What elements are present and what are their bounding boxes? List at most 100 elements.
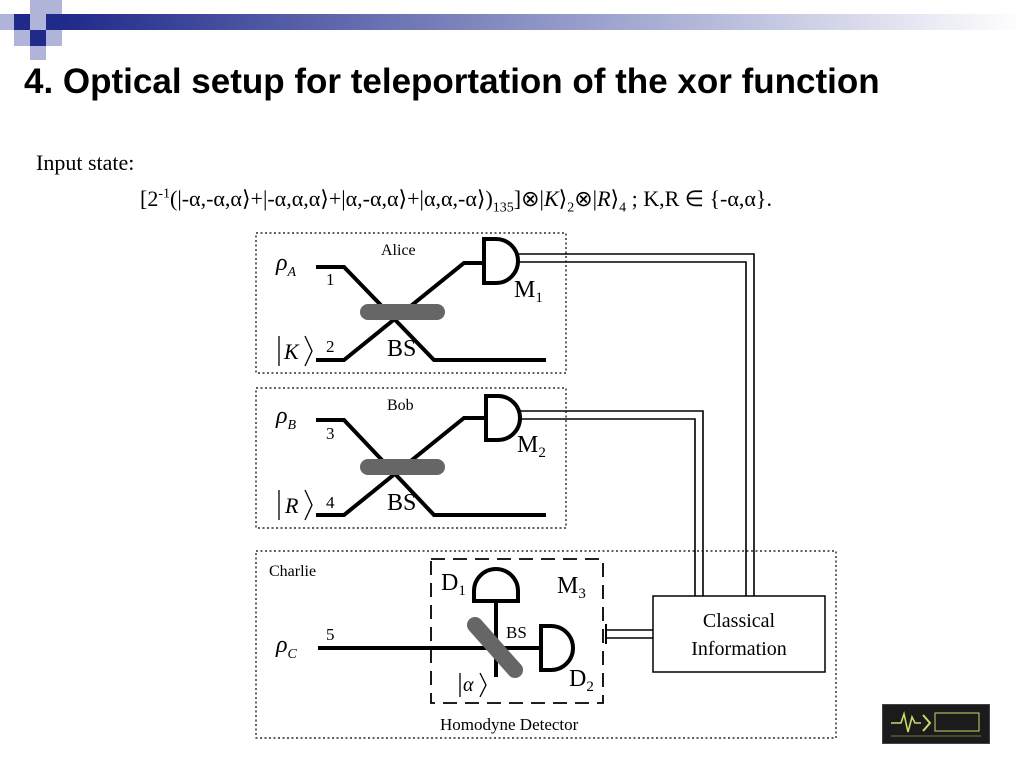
formula-tail: ; K,R ∈ {-α,α}.: [626, 186, 772, 211]
port-3-label: 3: [326, 424, 335, 443]
port-1-label: 1: [326, 270, 335, 289]
deco-square: [30, 30, 46, 46]
rho-b-symbol: ρB: [275, 403, 297, 433]
rho-a-symbol: ρA: [275, 250, 297, 280]
slide-title: 4. Optical setup for teleportation of th…: [24, 62, 880, 101]
d2-letter: D: [569, 666, 586, 692]
deco-square: [14, 14, 30, 30]
header-gradient-bar: [62, 14, 1024, 30]
rho-c-subscript: C: [288, 647, 298, 662]
d2-label: D2: [569, 666, 594, 695]
rho-b-subscript: B: [288, 418, 297, 433]
m2-detector: [484, 394, 522, 442]
alice-box: [255, 232, 567, 374]
ket-r-angle: [304, 489, 313, 521]
charlie-beam-splitter: [467, 617, 523, 678]
ket-alpha-angle: [479, 672, 487, 698]
deco-square: [14, 30, 30, 46]
classical-channels: [516, 253, 755, 644]
alice-setup: Alice ρA 1 2 K BS M1: [275, 237, 546, 367]
charlie-label: Charlie: [269, 563, 316, 580]
homodyne-detector-label: Homodyne Detector: [440, 715, 579, 734]
d1-label: D1: [441, 570, 466, 599]
slide-decoration: [0, 0, 1024, 60]
deco-square: [46, 14, 62, 30]
rho-c: ρ: [275, 632, 288, 658]
deco-square: [0, 14, 14, 30]
formula-open: [2: [140, 186, 159, 211]
m3-label: M3: [557, 573, 586, 602]
port-4-label: 4: [326, 493, 335, 512]
deco-square: [46, 0, 62, 14]
port-5-label: 5: [326, 625, 335, 644]
rho-b: ρ: [275, 403, 288, 429]
formula-close-K: ⟩: [558, 186, 568, 211]
deco-square: [30, 0, 46, 14]
d1-detector: [472, 567, 520, 603]
input-state-label: Input state:: [36, 150, 135, 175]
m2-channel-outer: [518, 410, 704, 596]
formula-exponent: -1: [158, 186, 170, 202]
classical-line-2: Information: [691, 638, 787, 660]
m2-channel-inner: [518, 418, 696, 596]
m3-subscript: 3: [578, 586, 586, 602]
m3-letter: M: [557, 573, 578, 599]
logo-frame: [934, 712, 980, 732]
formula-tensor: ⊗|: [574, 186, 598, 211]
m2-subscript: 2: [538, 445, 546, 461]
rho-c-symbol: ρC: [275, 632, 298, 662]
deco-square: [30, 46, 46, 60]
giq-logo: [882, 704, 990, 744]
d2-subscript: 2: [586, 679, 594, 695]
m2-label: M2: [517, 432, 546, 461]
formula-close-R: ⟩: [610, 186, 620, 211]
bob-box: [255, 387, 567, 529]
logo-chevron: [922, 714, 932, 732]
charlie-bs-label: BS: [506, 623, 527, 642]
classical-information-box: [652, 595, 826, 673]
formula-K-subscript: 2: [567, 200, 575, 216]
deco-square: [30, 14, 46, 30]
m1-channel-inner: [516, 261, 747, 596]
formula-superposition: (|-α,-α,α⟩+|-α,α,α⟩+|α,-α,α⟩+|α,α,-α⟩): [170, 186, 493, 211]
formula-K: K: [543, 186, 559, 211]
bob-bs-label: BS: [387, 490, 416, 516]
formula-tensor: ]⊗|: [513, 186, 544, 211]
formula-R-subscript: 4: [619, 200, 627, 216]
m1-channel-outer: [516, 253, 755, 596]
input-state-formula: [2-1(|-α,-α,α⟩+|-α,α,α⟩+|α,-α,α⟩+|α,α,-α…: [140, 186, 772, 216]
rho-a-subscript: A: [287, 265, 297, 280]
deco-square: [46, 30, 62, 46]
ket-alpha-label: α: [463, 674, 474, 696]
d2-detector: [539, 624, 575, 672]
rho-a: ρ: [275, 250, 288, 276]
formula-mode-subscript: 135: [492, 200, 514, 216]
m1-label: M1: [514, 277, 543, 306]
ket-k-label: K: [283, 339, 300, 364]
logo-wave: [891, 711, 921, 733]
port-2-label: 2: [326, 337, 335, 356]
charlie-box: [255, 550, 837, 739]
homodyne-detector-box: [430, 558, 604, 704]
ket-r-label: R: [284, 493, 299, 518]
classical-line-1: Classical: [703, 610, 776, 632]
m1-detector: [482, 237, 520, 285]
formula-R: R: [597, 186, 611, 211]
ket-alpha: α: [459, 672, 487, 698]
giq-logo-icon: [891, 711, 981, 737]
ket-k: K: [278, 335, 313, 367]
d1-subscript: 1: [458, 583, 466, 599]
ket-k-angle: [304, 335, 313, 367]
m1-letter: M: [514, 277, 535, 303]
bob-setup: Bob ρB 3 4 R BS M2: [275, 394, 546, 521]
alice-label: Alice: [381, 242, 416, 259]
charlie-setup: Charlie ρC 5 BS D1 D2 M3 α Homodyne Dete…: [269, 563, 594, 734]
alice-bs-label: BS: [387, 336, 416, 362]
ket-r: R: [278, 489, 313, 521]
m1-subscript: 1: [535, 290, 543, 306]
bob-label: Bob: [387, 397, 414, 414]
d1-letter: D: [441, 570, 458, 596]
m2-letter: M: [517, 432, 538, 458]
